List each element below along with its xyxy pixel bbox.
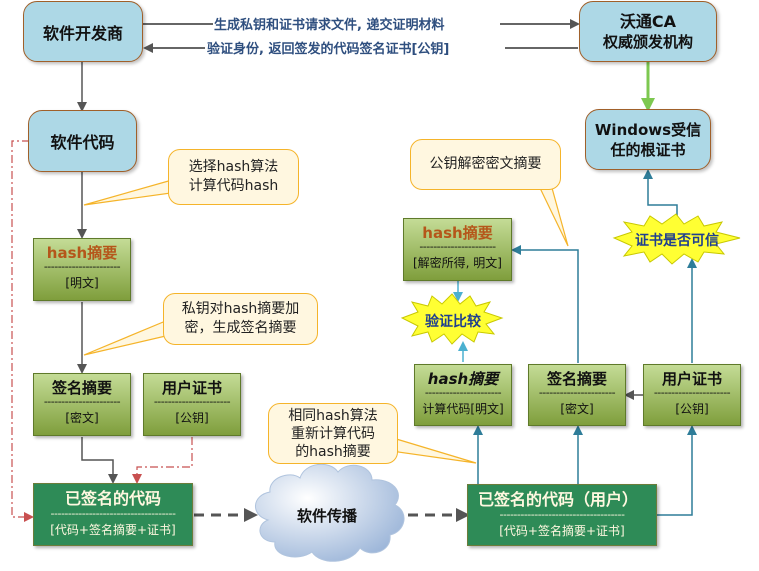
callout-tail-public-key (539, 187, 569, 247)
node-left-sig-separator: ---------------------- (43, 397, 121, 407)
node-signed-code[interactable]: 已签名的代码 ---------------------------------… (33, 483, 193, 546)
node-signed-code-title: 已签名的代码 (64, 489, 161, 508)
node-vendor[interactable]: 软件开发商 (23, 1, 143, 62)
cloud-shape (255, 463, 405, 562)
node-user-signed-code[interactable]: 已签名的代码（用户） -----------------------------… (467, 484, 657, 546)
node-left-sig[interactable]: 签名摘要 ---------------------- [密文] (33, 373, 131, 436)
node-right-cert[interactable]: 用户证书 ---------------------- [公钥] (643, 364, 741, 426)
node-right-cert-title: 用户证书 (661, 370, 722, 388)
node-user-signed-code-title: 已签名的代码（用户） (478, 490, 639, 509)
node-left-cert-separator: ---------------------- (153, 397, 231, 407)
edge-sig-to-signed (81, 437, 118, 484)
node-right-hash-calc-sub: 计算代码[明文] (422, 402, 504, 416)
edge-sig-to-decrypted (511, 245, 579, 363)
callout-choose-hash-line1: 选择hash算法 (188, 159, 279, 175)
node-right-sig-sub: [密文] (560, 402, 594, 416)
node-software-code-label: 软件代码 (50, 133, 115, 152)
node-signed-code-separator: ------------------------------------ (50, 509, 176, 519)
callout-tail-private-key (83, 319, 171, 356)
node-right-hash-decrypted-separator: ---------------------- (419, 242, 496, 252)
callout-private-key: 私钥对hash摘要加 密，生成签名摘要 (163, 293, 318, 345)
node-ca-subtitle: 权威颁发机构 (602, 32, 693, 51)
node-left-hash-separator: ---------------------- (43, 262, 121, 272)
node-ca-title: 沃通CA (619, 11, 677, 31)
callout-tail-same-hash (392, 437, 477, 464)
edge-label-vendor-to-ca: 生成私钥和证书请求文件, 递交证明材料 (214, 18, 445, 33)
node-right-hash-calc-separator: ---------------------- (424, 388, 502, 398)
node-left-hash-title: hash摘要 (46, 244, 118, 262)
node-left-cert-title: 用户证书 (161, 379, 222, 397)
node-vendor-label: 软件开发商 (42, 23, 123, 43)
node-ca[interactable]: 沃通CA 权威颁发机构 (579, 1, 717, 62)
node-right-hash-calc-title: hash摘要 (427, 370, 499, 388)
callout-choose-hash-line2: 计算代码hash (188, 178, 279, 194)
node-right-sig[interactable]: 签名摘要 ---------------------- [密文] (528, 364, 626, 426)
edge-cert-to-signed (132, 437, 193, 484)
node-left-hash-sub: [明文] (65, 276, 99, 290)
node-right-hash-decrypted-sub: [解密所得, 明文] (413, 256, 502, 270)
node-software-code[interactable]: 软件代码 (28, 110, 137, 172)
edge-user-to-cert (657, 425, 697, 516)
node-left-sig-title: 签名摘要 (51, 379, 112, 397)
callout-same-hash-line3: 的hash摘要 (295, 443, 371, 460)
verify-compare-label: 验证比较 (425, 314, 481, 330)
node-right-cert-sub: [公钥] (675, 402, 709, 416)
edge-label-ca-to-vendor: 验证身份, 返回签发的代码签名证书[公钥] (207, 42, 450, 57)
callout-public-key-line1: 公钥解密密文摘要 (429, 156, 542, 172)
node-user-signed-code-sub: [代码+签名摘要+证书] (499, 524, 625, 538)
callout-choose-hash: 选择hash算法 计算代码hash (168, 149, 299, 205)
edge-burst-to-root (643, 169, 678, 218)
node-root-cert-line1: Windows受信 (594, 120, 702, 139)
callout-same-hash: 相同hash算法 重新计算代码 的hash摘要 (268, 403, 398, 464)
node-left-hash[interactable]: hash摘要 ---------------------- [明文] (33, 238, 131, 301)
trust-burst-shape (612, 213, 741, 265)
node-signed-code-sub: [代码+签名摘要+证书] (50, 523, 176, 537)
node-left-sig-sub: [密文] (65, 411, 99, 425)
edge-code-to-signed (11, 140, 34, 522)
callout-same-hash-line1: 相同hash算法 (288, 407, 378, 424)
callout-private-key-line2: 密，生成签名摘要 (184, 320, 297, 336)
callout-tail-choose-hash (83, 179, 179, 206)
node-right-cert-separator: ---------------------- (653, 388, 731, 398)
node-left-cert-sub: [公钥] (175, 411, 209, 425)
node-right-hash-calc[interactable]: hash摘要 ---------------------- 计算代码[明文] (414, 364, 512, 426)
node-user-signed-code-separator: ------------------------------------ (499, 510, 625, 520)
node-root-cert[interactable]: Windows受信 任的根证书 (585, 109, 711, 170)
cloud-label: 软件传播 (297, 507, 358, 525)
callout-private-key-line1: 私钥对hash摘要加 (181, 301, 300, 317)
node-right-sig-title: 签名摘要 (546, 370, 607, 388)
cert-trusted-label: 证书是否可信 (635, 233, 719, 249)
node-right-sig-separator: ---------------------- (538, 388, 616, 398)
callout-same-hash-line2: 重新计算代码 (291, 425, 375, 442)
node-right-hash-decrypted-title: hash摘要 (422, 224, 493, 242)
node-left-cert[interactable]: 用户证书 ---------------------- [公钥] (143, 373, 241, 436)
node-root-cert-line2: 任的根证书 (610, 140, 686, 159)
node-right-hash-decrypted[interactable]: hash摘要 ---------------------- [解密所得, 明文] (403, 218, 512, 281)
callout-public-key: 公钥解密密文摘要 (410, 139, 561, 190)
verify-burst-shape (400, 293, 504, 345)
